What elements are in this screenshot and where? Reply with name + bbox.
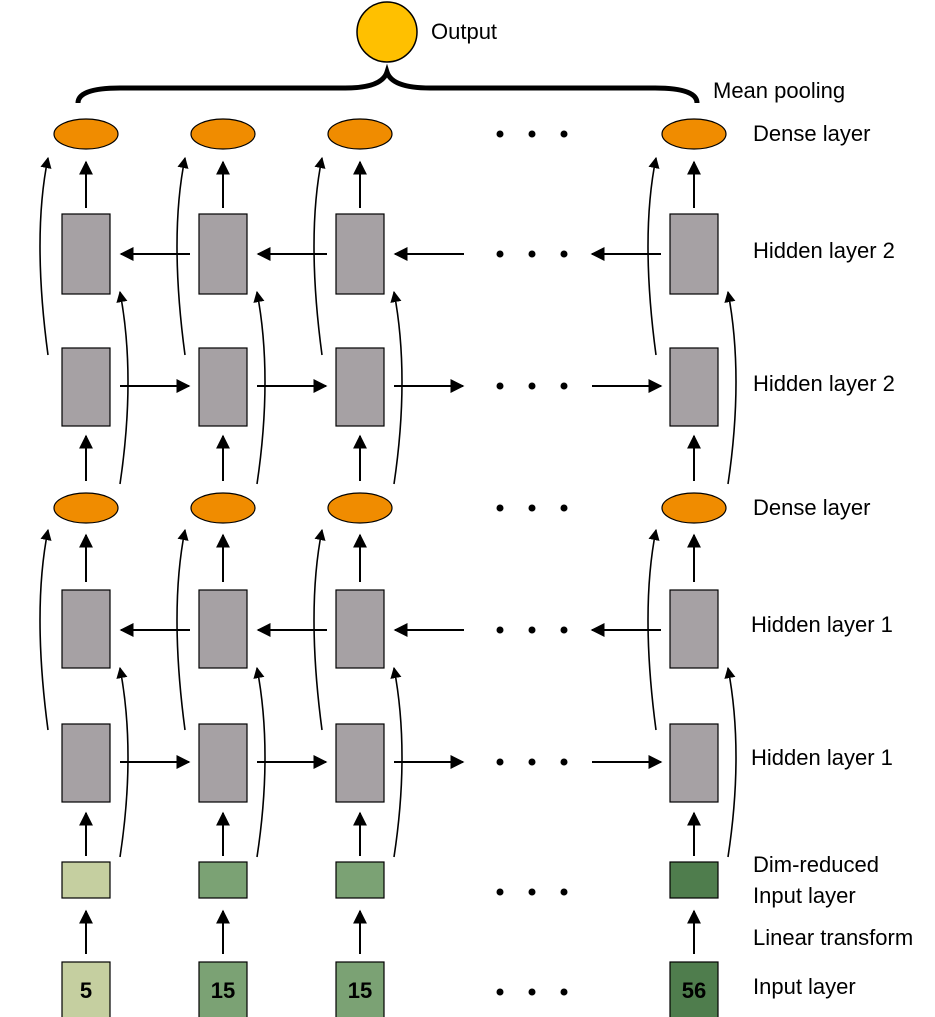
dim-reduced-cell [198, 861, 248, 899]
skip-arrow-input-to-hidden1-backward [116, 666, 129, 858]
dense-node [53, 492, 119, 524]
input-cell [335, 961, 385, 1017]
dense-node-top [190, 118, 256, 150]
skip-arrow-dense-to-hidden2-backward [253, 290, 266, 485]
input-layer-label: Input layer [753, 974, 856, 999]
skip-arrow-hidden1-forward-to-dense [647, 528, 660, 731]
hidden1-forward-cell [61, 723, 111, 803]
hidden2-forward-cell [61, 347, 111, 427]
dense-layer-mid-label: Dense layer [753, 495, 870, 520]
hidden-layer-2-backward-label: Hidden layer 2 [753, 238, 895, 263]
input-value: 5 [80, 978, 92, 1003]
dim-reduced-label-line2: Input layer [753, 883, 856, 908]
output-node [356, 1, 418, 63]
hidden-layer-1-backward-label: Hidden layer 1 [751, 612, 893, 637]
hidden2-forward-cell [335, 347, 385, 427]
dim-reduced-cell [61, 861, 111, 899]
skip-arrow-input-to-hidden1-backward [390, 666, 403, 858]
hidden1-forward-cell [198, 723, 248, 803]
skip-arrow-input-to-hidden1-backward [253, 666, 266, 858]
column-1: 5 [39, 118, 129, 1017]
dense-node-top [53, 118, 119, 150]
dim-reduced-label-line1: Dim-reduced [753, 852, 879, 877]
column-4: 56 [647, 118, 737, 1017]
dense-node-top [661, 118, 727, 150]
hidden1-backward-cell [669, 589, 719, 669]
hidden2-backward-cell [198, 213, 248, 295]
skip-arrow-dense-to-hidden2-backward [390, 290, 403, 485]
skip-arrow-dense-to-hidden2-backward [116, 290, 129, 485]
hidden1-forward-cell [335, 723, 385, 803]
input-value: 15 [211, 978, 235, 1003]
dim-reduced-cell [669, 861, 719, 899]
skip-arrow-hidden1-forward-to-dense [313, 528, 326, 731]
dense-layer-top-label: Dense layer [753, 121, 870, 146]
skip-arrow-hidden2-forward-to-dense [39, 156, 52, 356]
dense-node-top [327, 118, 393, 150]
skip-arrow-hidden2-forward-to-dense [176, 156, 189, 356]
skip-arrow-dense-to-hidden2-backward [724, 290, 737, 485]
hidden-layer-1-forward-label: Hidden layer 1 [751, 745, 893, 770]
mean-pooling-brace [75, 63, 700, 104]
mean-pooling-label: Mean pooling [713, 78, 845, 103]
dense-node [661, 492, 727, 524]
input-cell [198, 961, 248, 1017]
skip-arrow-hidden1-forward-to-dense [176, 528, 189, 731]
output-label: Output [431, 19, 497, 44]
hidden2-forward-cell [669, 347, 719, 427]
column-3: 15 [313, 118, 403, 1017]
skip-arrow-hidden2-forward-to-dense [313, 156, 326, 356]
column-2: 15 [176, 118, 266, 1017]
hidden2-backward-cell [61, 213, 111, 295]
hidden2-backward-cell [335, 213, 385, 295]
hidden1-backward-cell [61, 589, 111, 669]
input-value: 15 [348, 978, 372, 1003]
hidden-layer-2-forward-label: Hidden layer 2 [753, 371, 895, 396]
input-cell [669, 961, 719, 1017]
dense-node [327, 492, 393, 524]
hidden1-forward-cell [669, 723, 719, 803]
skip-arrow-hidden1-forward-to-dense [39, 528, 52, 731]
hidden1-backward-cell [335, 589, 385, 669]
input-cell [61, 961, 111, 1017]
linear-transform-label: Linear transform [753, 925, 913, 950]
dense-node [190, 492, 256, 524]
skip-arrow-hidden2-forward-to-dense [647, 156, 660, 356]
ellipsis-dots [496, 130, 568, 996]
input-value: 56 [682, 978, 706, 1003]
skip-arrow-input-to-hidden1-backward [724, 666, 737, 858]
hidden2-forward-cell [198, 347, 248, 427]
hidden2-backward-cell [669, 213, 719, 295]
hidden1-backward-cell [198, 589, 248, 669]
dim-reduced-cell [335, 861, 385, 899]
